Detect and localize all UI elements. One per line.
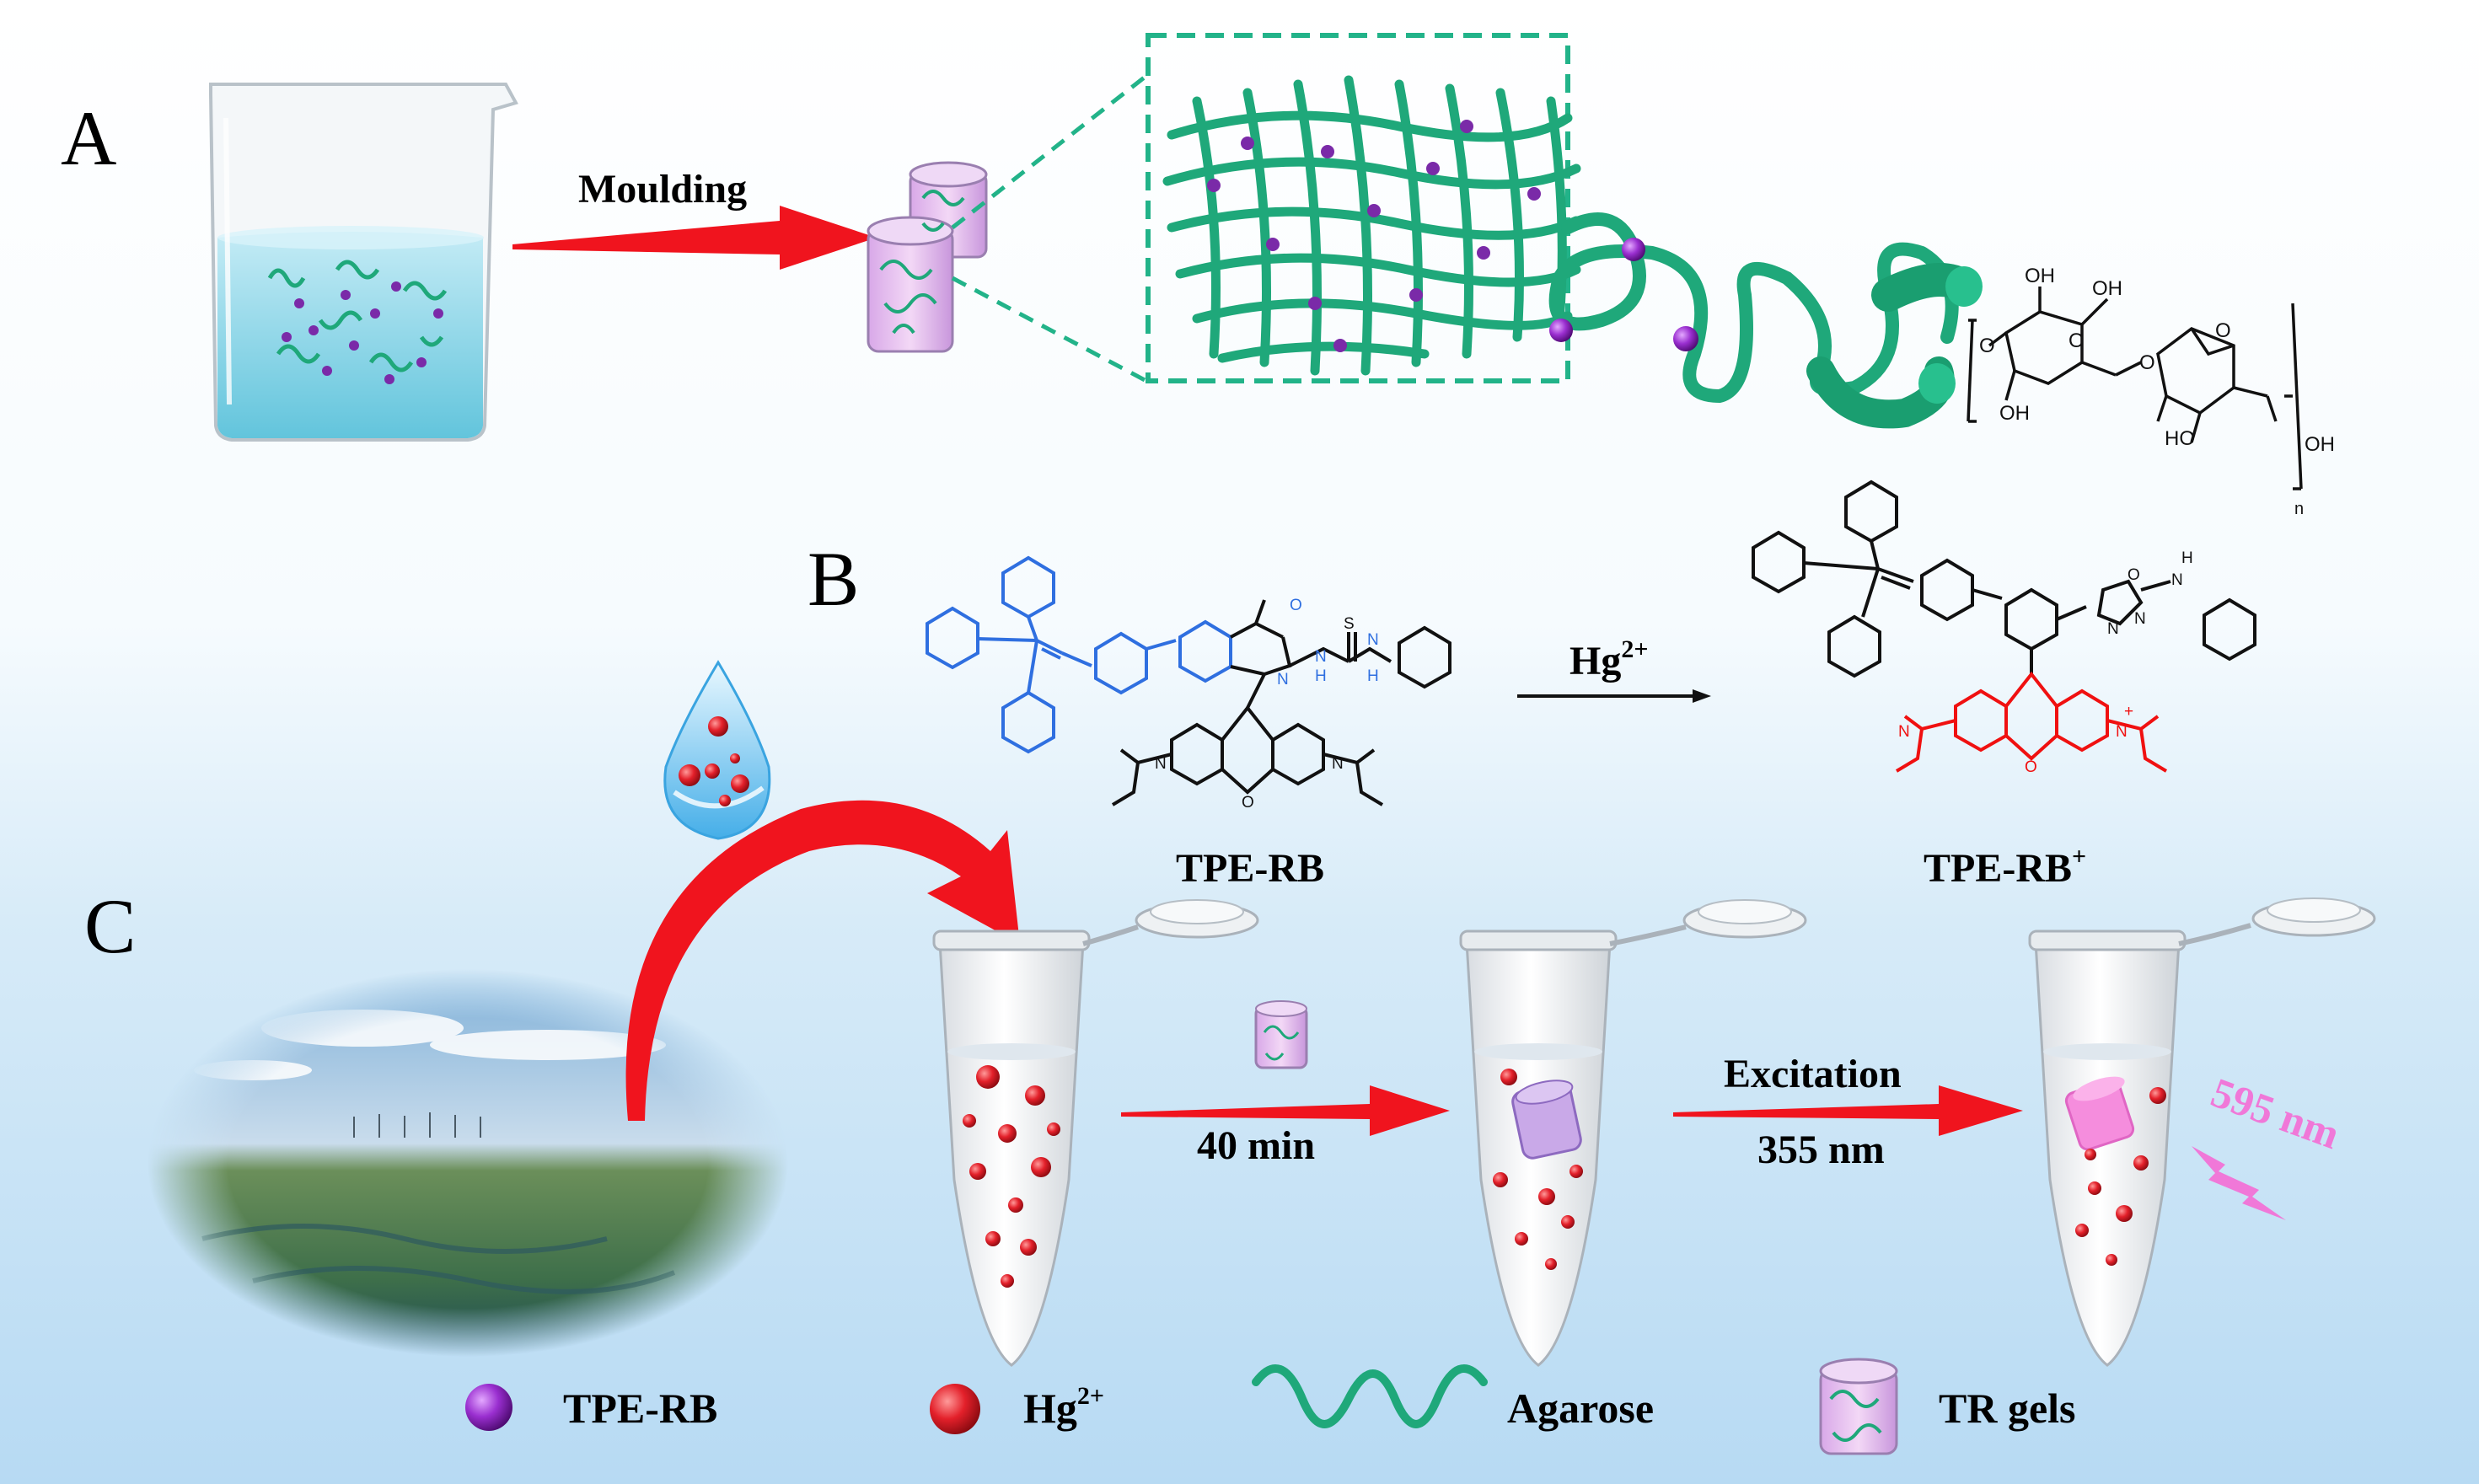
svg-text:O: O	[1290, 597, 1302, 614]
product-rhodamine	[1895, 671, 2168, 773]
moulding-arrow	[512, 206, 877, 270]
legend-agarose-symbol	[1252, 1364, 1488, 1428]
svg-text:N: N	[1332, 755, 1344, 773]
zoom-lines	[951, 74, 1148, 383]
excitation-wavelength: 355 nm	[1757, 1128, 1885, 1172]
product-atoms: O H N N N N O N +	[1898, 549, 2193, 776]
tube-2	[1459, 899, 1807, 1367]
svg-text:O: O	[2025, 758, 2037, 776]
legend-tpe-rb-symbol	[465, 1384, 512, 1431]
svg-text:OH: OH	[2025, 265, 2055, 287]
svg-text:OH: OH	[2092, 277, 2122, 300]
beaker	[209, 83, 518, 442]
incubation-arrow	[1121, 1085, 1450, 1136]
gel-cylinders	[867, 161, 988, 353]
svg-text:O: O	[1242, 794, 1254, 812]
svg-text:O: O	[2215, 319, 2231, 342]
gel-in-tube-2	[1511, 1080, 1582, 1160]
svg-text:N: N	[2116, 723, 2128, 741]
legend-hg-symbol	[930, 1384, 980, 1434]
svg-text:OH: OH	[2305, 433, 2335, 456]
svg-text:O: O	[2128, 566, 2140, 584]
svg-text:N: N	[2134, 610, 2146, 628]
reactant-tpe	[926, 555, 1177, 754]
svg-text:N: N	[2107, 620, 2119, 638]
reaction-arrowhead	[1693, 689, 1711, 703]
reactant-rhodamine	[1111, 599, 1451, 806]
zoom-box	[1146, 33, 1570, 383]
time-label: 40 min	[1197, 1123, 1315, 1168]
svg-text:S: S	[1344, 615, 1355, 633]
panel-label-a: A	[61, 95, 116, 181]
panel-label-b: B	[808, 536, 859, 622]
sea-image	[148, 969, 788, 1357]
reagent-label: Hg2+	[1569, 635, 1648, 683]
agarose-structure	[1967, 287, 2303, 490]
product-name: TPE-RB+	[1924, 843, 2086, 891]
svg-text:O: O	[2069, 329, 2085, 352]
svg-text:OH: OH	[1999, 402, 2030, 425]
emission-lightning-icon	[2192, 1146, 2286, 1220]
svg-text:H: H	[2181, 549, 2193, 567]
tube-3	[2028, 897, 2376, 1367]
reactant-atoms: O S N N H N H N O N	[1155, 597, 1379, 812]
legend-tr-gels-symbol	[1819, 1358, 1898, 1455]
svg-text:O: O	[2139, 351, 2155, 374]
svg-text:n: n	[2294, 500, 2304, 518]
agarose-atoms: OH OH O O O O OH HO OH n	[1979, 265, 2335, 518]
moulding-label: Moulding	[578, 167, 747, 212]
svg-text:H: H	[1315, 667, 1327, 685]
svg-text:N: N	[2171, 571, 2183, 589]
svg-text:HO: HO	[2165, 427, 2195, 450]
excitation-label: Excitation	[1724, 1052, 1902, 1096]
tpe-rb-dots	[1207, 120, 1541, 352]
gel-cylinder-small	[1254, 1000, 1308, 1069]
fluorescent-gel	[2064, 1076, 2135, 1151]
svg-text:O: O	[1979, 335, 1995, 357]
reactant-name: TPE-RB	[1176, 846, 1324, 891]
legend-tr-gels-label: TR gels	[1939, 1385, 2076, 1432]
legend-hg-label: Hg2+	[1023, 1382, 1104, 1432]
svg-text:N: N	[1155, 755, 1167, 773]
svg-text:H: H	[1367, 667, 1379, 685]
water-drop	[663, 660, 771, 840]
agarose-network	[1162, 75, 1581, 376]
panel-label-c: C	[84, 883, 136, 969]
svg-text:N: N	[1277, 671, 1289, 688]
svg-text:+: +	[2124, 703, 2133, 721]
svg-text:N: N	[1315, 648, 1327, 666]
legend-tpe-rb-label: TPE-RB	[563, 1385, 717, 1432]
excitation-arrow	[1673, 1085, 2023, 1136]
svg-text:N: N	[1367, 631, 1379, 649]
legend: TPE-RB Hg2+ Agarose TR gels	[465, 1358, 2076, 1455]
svg-text:N: N	[1898, 723, 1910, 741]
product-tpe	[1752, 479, 2256, 678]
tube-1	[932, 899, 1259, 1367]
transfer-arrow	[625, 800, 1020, 1121]
strand-dots	[1549, 238, 1698, 351]
agarose-strand	[1548, 212, 1983, 429]
legend-agarose-label: Agarose	[1507, 1385, 1654, 1432]
